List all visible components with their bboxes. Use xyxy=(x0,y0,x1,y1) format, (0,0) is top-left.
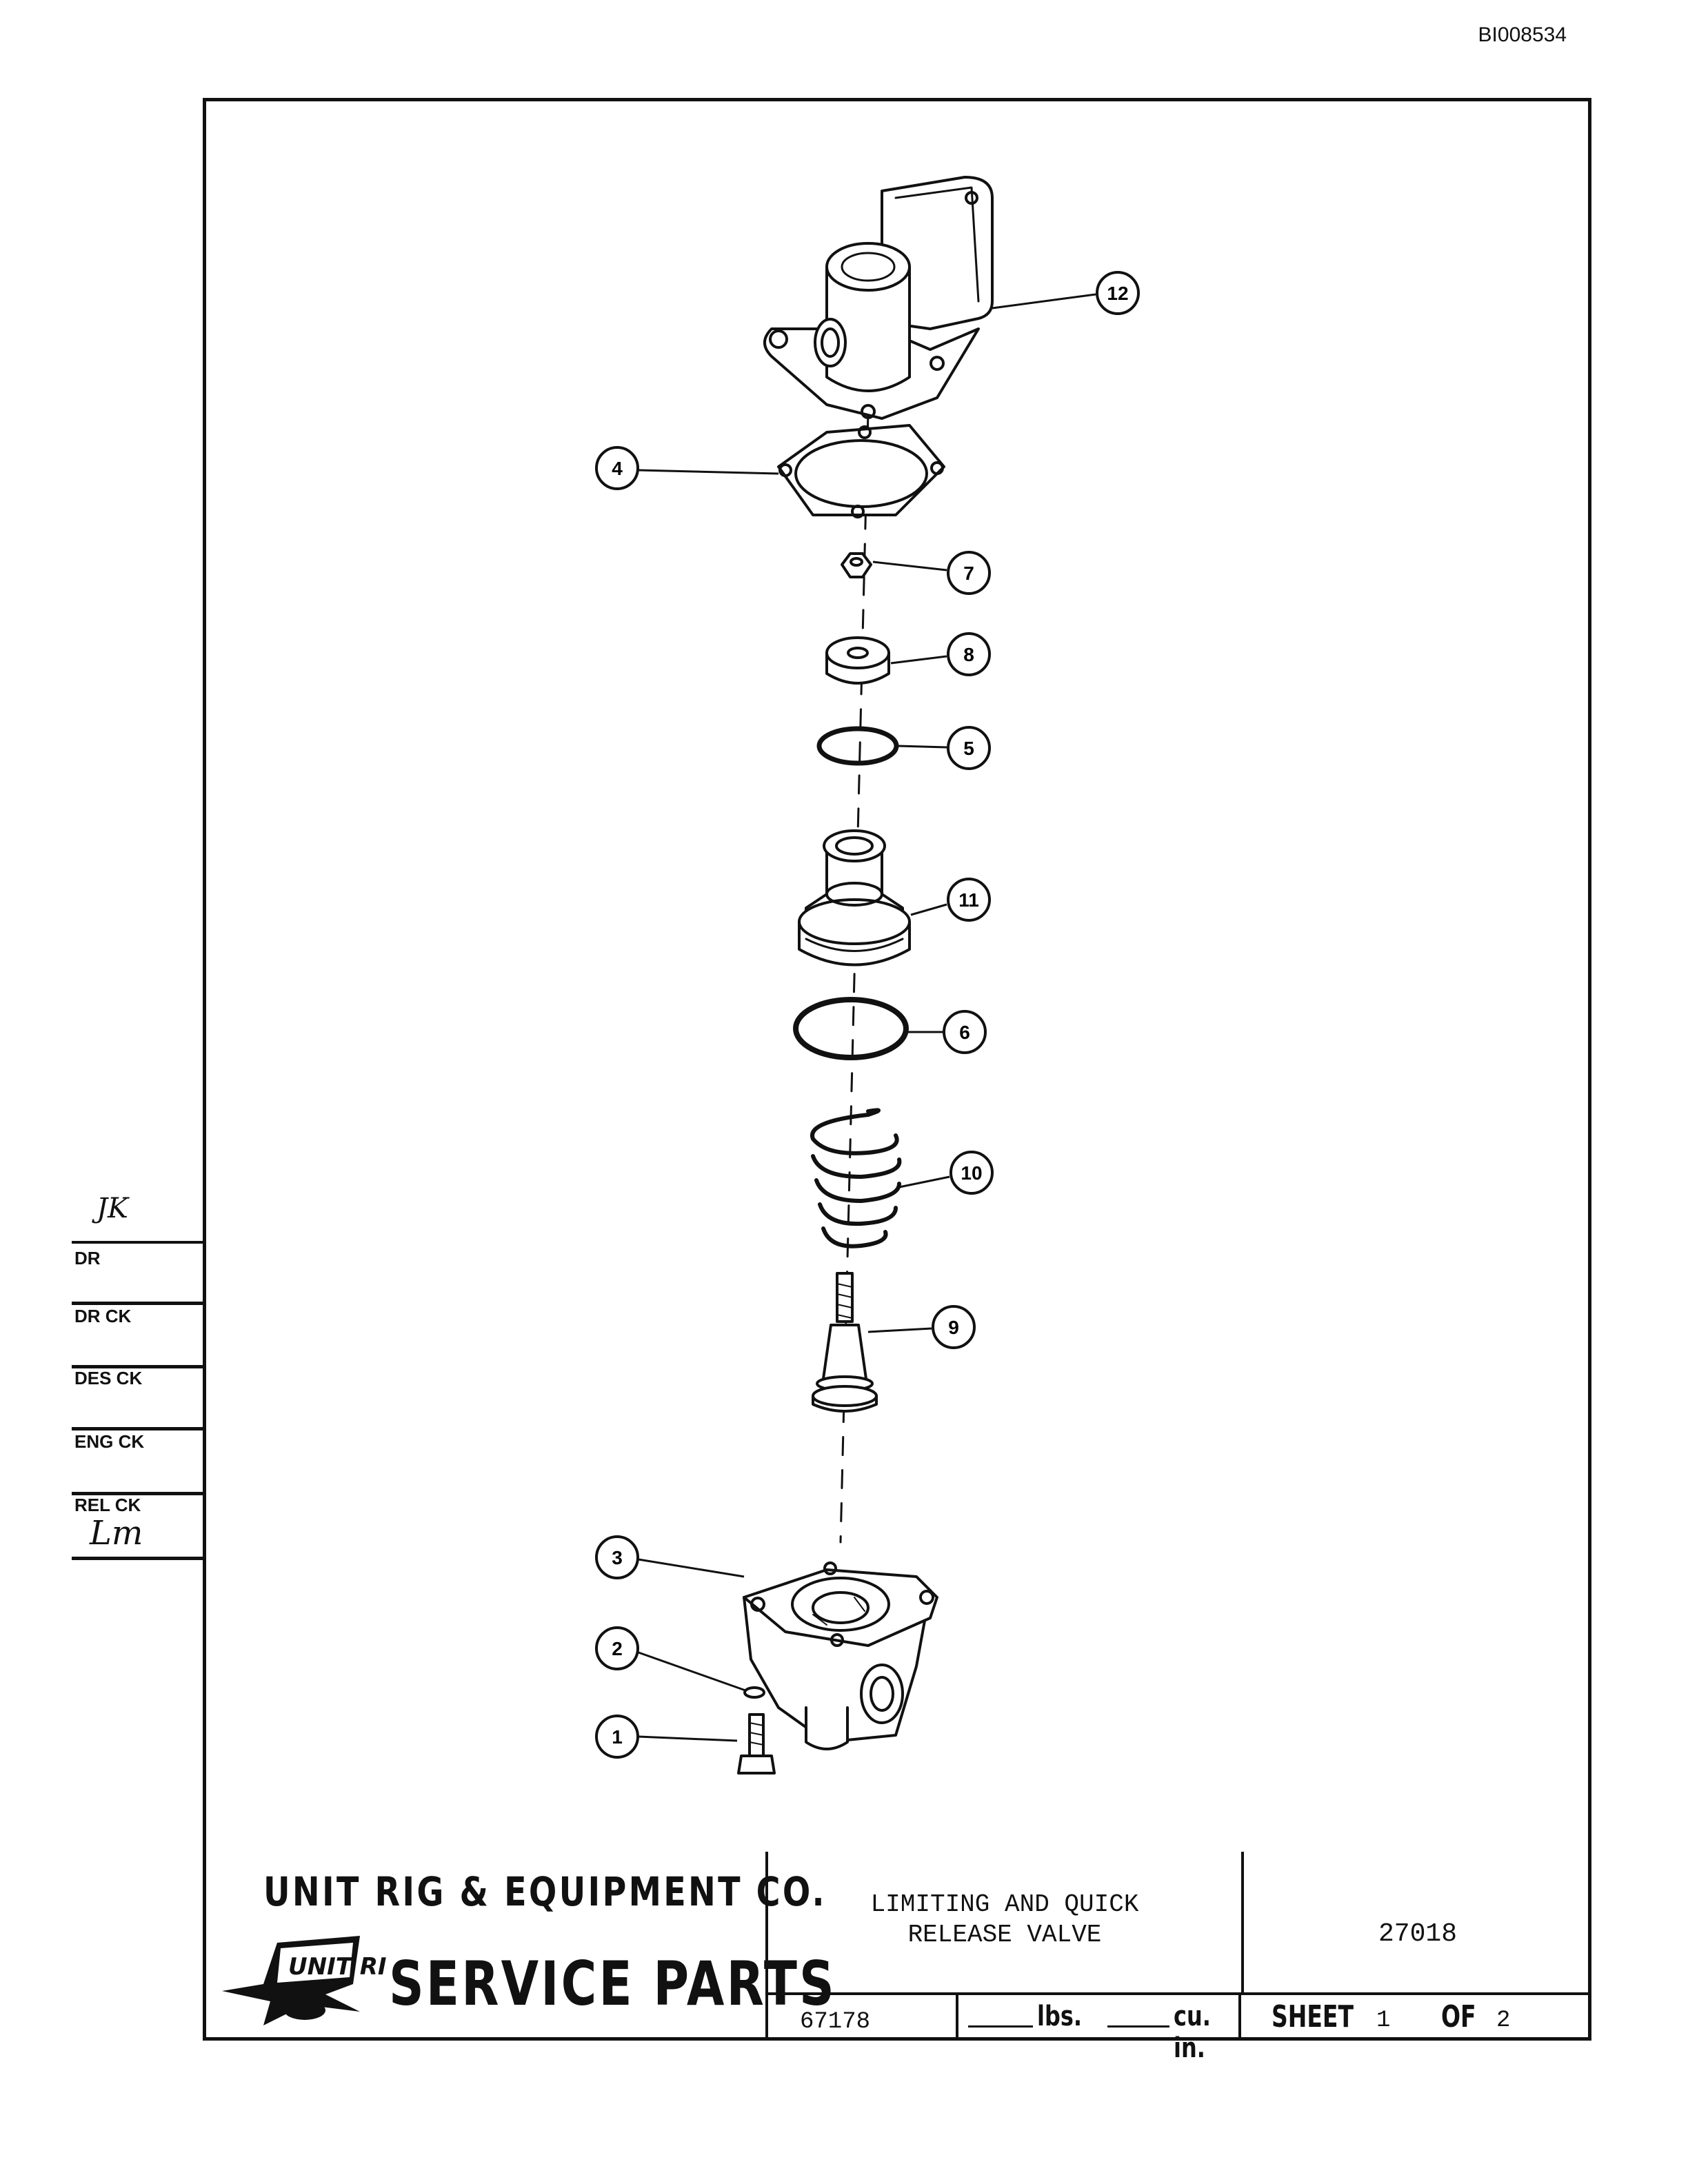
callout-label-4: 4 xyxy=(612,458,623,479)
exploded-view-diagram: 12 4 7 8 5 11 6 10 9 3 2 1 xyxy=(595,176,1140,1775)
weight-unit: lbs. xyxy=(1037,2001,1083,2032)
volume-unit: cu. in. xyxy=(1174,2001,1211,2064)
signoff-eng-ck: ENG CK xyxy=(74,1431,145,1452)
part-9-valve-stem xyxy=(812,1272,878,1413)
callout-label-8: 8 xyxy=(963,644,974,665)
callout-circle-5 xyxy=(947,726,991,770)
service-parts-label: SERVICE PARTS xyxy=(389,1948,836,2019)
part-6-o-ring xyxy=(793,997,909,1060)
sheet-total: 2 xyxy=(1496,2008,1511,2034)
logo-text: UNIT RIG xyxy=(288,1953,388,1981)
part-4-gasket xyxy=(777,424,945,518)
part-8-seat xyxy=(825,636,890,685)
document-id: BI008534 xyxy=(1478,23,1567,46)
signoff-des-ck: DES CK xyxy=(74,1368,143,1388)
callout-label-10: 10 xyxy=(961,1162,982,1184)
callout-circle-10 xyxy=(950,1151,994,1195)
part-11-piston xyxy=(798,829,911,967)
callout-circle-8 xyxy=(947,632,991,676)
callout-label-2: 2 xyxy=(612,1638,623,1659)
callout-circle-3 xyxy=(595,1535,639,1579)
volume-blank xyxy=(1107,2025,1169,2028)
drawing-number-cell: 27018 xyxy=(1241,1852,1591,1995)
signoff-rel-ck: REL CK xyxy=(72,1490,205,1560)
signoff-rel-ck-line xyxy=(72,1489,205,1495)
weight-cell: lbs. cu. in. xyxy=(958,1995,1241,2064)
callout-circle-2 xyxy=(595,1626,639,1670)
rel-initials: Lm xyxy=(90,1514,143,1553)
drawing-title: LIMITING AND QUICK RELEASE VALVE xyxy=(768,1852,1241,1995)
callout-circle-1 xyxy=(595,1715,639,1759)
callout-circle-9 xyxy=(932,1305,976,1349)
callout-label-3: 3 xyxy=(612,1547,623,1568)
signoff-des-ck-line xyxy=(72,1362,205,1368)
sheet-number: 1 xyxy=(1376,2008,1391,2034)
callout-label-11: 11 xyxy=(958,889,979,911)
of-label: OF xyxy=(1441,1999,1476,2034)
signoff-eng-ck-line xyxy=(72,1424,205,1430)
callout-label-7: 7 xyxy=(963,563,974,584)
part-5-o-ring xyxy=(816,726,899,766)
drawing-number: 27018 xyxy=(1378,1919,1458,1949)
callout-label-5: 5 xyxy=(963,738,974,759)
part-1-cap-screw xyxy=(737,1713,776,1775)
title-block-bottom-row: 67178 lbs. cu. in. SHEET 1 OF 2 xyxy=(768,1995,1591,2064)
callout-label-1: 1 xyxy=(612,1726,623,1748)
dr-initials: JK xyxy=(97,1193,128,1224)
callout-label-9: 9 xyxy=(948,1317,959,1338)
part-7-nut xyxy=(841,552,872,578)
code-number: 67178 xyxy=(800,2009,871,2035)
callout-label-6: 6 xyxy=(959,1022,970,1043)
signoff-dr-ck-line xyxy=(72,1299,205,1305)
title-line-1: LIMITING AND QUICK xyxy=(870,1890,1139,1919)
callout-label-12: 12 xyxy=(1107,283,1128,304)
weight-blank xyxy=(968,2025,1033,2028)
part-10-spring xyxy=(810,1108,902,1248)
part-3-valve-body xyxy=(743,1561,938,1750)
signoff-dr: DR xyxy=(72,1241,205,1271)
callout-circle-4 xyxy=(595,446,639,490)
leader-lines xyxy=(638,293,1096,1742)
callout-markers: 12 4 7 8 5 11 6 10 9 3 2 1 xyxy=(595,271,1140,1759)
title-block: UNIT RIG & EQUIPMENT CO. UNIT RIG SERVIC… xyxy=(203,1852,1591,2064)
sheet-cell: SHEET 1 OF 2 xyxy=(1241,1995,1591,2041)
company-cell: UNIT RIG & EQUIPMENT CO. UNIT RIG SERVIC… xyxy=(203,1852,834,2041)
callout-circle-11 xyxy=(947,878,991,922)
part-2-lock-washer xyxy=(743,1686,765,1699)
code-cell: 67178 xyxy=(768,1995,958,2041)
part-12-valve-cover xyxy=(763,176,994,420)
title-line-2: RELEASE VALVE xyxy=(907,1921,1102,1949)
sheet-label: SHEET xyxy=(1272,1999,1354,2034)
company-name: UNIT RIG & EQUIPMENT CO. xyxy=(263,1868,827,1915)
callout-circle-6 xyxy=(943,1010,987,1054)
callout-circle-12 xyxy=(1096,271,1140,315)
unit-rig-logo: UNIT RIG xyxy=(222,1936,388,2025)
signoff-dr-ck: DR CK xyxy=(74,1306,132,1326)
callout-circle-7 xyxy=(947,551,991,595)
